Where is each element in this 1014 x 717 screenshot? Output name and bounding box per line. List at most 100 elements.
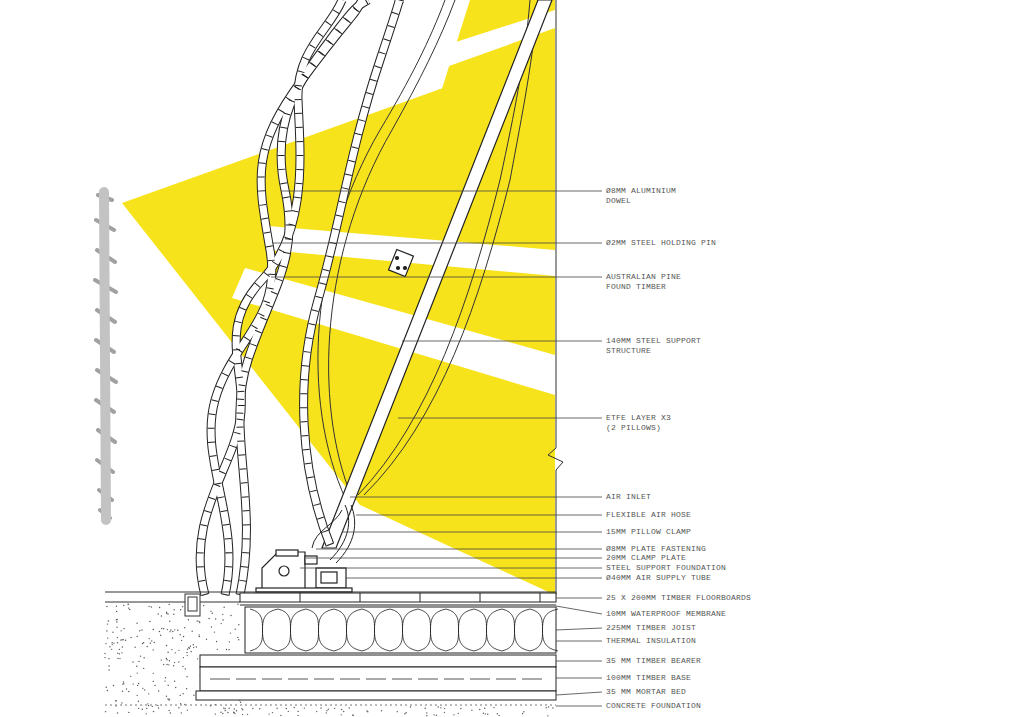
stipple-dot (181, 640, 182, 641)
stipple-dot (149, 638, 150, 639)
insulation-loop (362, 609, 390, 651)
stipple-dot (191, 631, 192, 632)
stipple-dot (128, 691, 129, 692)
stipple-dot (180, 703, 181, 704)
stipple-dot (548, 706, 549, 707)
stipple-dot (497, 713, 498, 714)
stipple-dot (149, 621, 150, 622)
stipple-dot (179, 695, 180, 696)
air-hose (312, 505, 355, 563)
stipple-dot (142, 709, 143, 710)
stipple-dot (150, 643, 151, 644)
stipple-dot (545, 707, 546, 708)
callout-label: 25 X 200MM TIMBER FLOORBOARDS (606, 593, 751, 603)
stipple-dot (142, 643, 143, 644)
stipple-dot (186, 688, 187, 689)
stipple-dot (172, 637, 173, 638)
stipple-dot (128, 604, 129, 605)
stipple-dot (169, 631, 170, 632)
stipple-dot (381, 710, 382, 711)
stipple-dot (426, 712, 427, 713)
callout-label: 20MM CLAMP PLATE (606, 553, 686, 563)
stipple-dot (352, 714, 353, 715)
stipple-dot (181, 712, 182, 713)
callout-label: 140MM STEEL SUPPORT STRUCTURE (606, 336, 706, 356)
stipple-dot (348, 707, 349, 708)
stipple-dot (104, 657, 105, 658)
callout-label: 35 MM TIMBER BEARER (606, 656, 701, 666)
stipple-dot (122, 639, 123, 640)
stipple-dot (116, 606, 117, 607)
stipple-dot (108, 658, 109, 659)
stipple-dot (106, 630, 107, 631)
stipple-dot (178, 707, 179, 708)
stipple-dot (238, 639, 239, 640)
stipple-dot (242, 709, 243, 710)
stipple-dot (163, 664, 164, 665)
stipple-dot (171, 649, 172, 650)
stipple-dot (334, 708, 335, 709)
stipple-dot (172, 631, 173, 632)
stipple-dot (119, 649, 120, 650)
stipple-dot (552, 707, 553, 708)
stipple-dot (117, 637, 118, 638)
stipple-dot (184, 627, 185, 628)
stipple-dot (193, 644, 194, 645)
stipple-dot (182, 666, 183, 667)
stipple-dot (108, 665, 109, 666)
stipple-dot (193, 695, 194, 696)
callout-label: AUSTRALIAN PINE FOUND TIMBER (606, 272, 686, 292)
stipple-dot (166, 664, 167, 665)
stipple-dot (130, 676, 131, 677)
stipple-dot (405, 712, 406, 713)
stipple-dot (183, 636, 184, 637)
stipple-dot (146, 708, 147, 709)
stipple-dot (208, 618, 209, 619)
insulation-loop (502, 609, 530, 651)
stipple-dot (116, 619, 117, 620)
stipple-dot (397, 711, 398, 712)
stipple-dot (146, 713, 147, 714)
stipple-dot (297, 711, 298, 712)
stipple-dot (166, 658, 167, 659)
stipple-dot (326, 712, 327, 713)
stipple-dot (105, 711, 106, 712)
stipple-dot (484, 708, 485, 709)
stipple-dot (230, 632, 231, 633)
stipple-dot (115, 700, 116, 701)
insulation-loop (334, 609, 362, 651)
stipple-dot (108, 620, 109, 621)
stipple-dot (247, 714, 248, 715)
stipple-dot (215, 618, 216, 619)
stipple-dot (143, 657, 144, 658)
stipple-dot (210, 611, 211, 612)
stipple-dot (122, 646, 123, 647)
stipple-dot (121, 702, 122, 703)
stipple-dot (147, 646, 148, 647)
stipple-dot (148, 606, 149, 607)
stipple-dot (214, 631, 215, 632)
stipple-dot (179, 634, 180, 635)
stipple-dot (252, 708, 253, 709)
stipple-dot (113, 685, 114, 686)
stipple-dot (167, 685, 168, 686)
stipple-dot (115, 700, 116, 701)
stipple-dot (137, 685, 138, 686)
callout-label: ETFE LAYER X3 (2 PILLOWS) (606, 413, 676, 433)
stipple-dot (426, 715, 427, 716)
stipple-dot (168, 604, 169, 605)
stipple-dot (215, 713, 216, 714)
stipple-dot (185, 668, 186, 669)
stipple-dot (119, 658, 120, 659)
stipple-dot (366, 710, 367, 711)
stipple-dot (170, 712, 171, 713)
stipple-dot (120, 639, 121, 640)
stipple-dot (128, 607, 129, 608)
stipple-dot (126, 688, 127, 689)
stipple-dot (159, 607, 160, 608)
stipple-dot (158, 613, 159, 614)
stipple-dot (272, 712, 273, 713)
stipple-dot (341, 709, 342, 710)
stipple-dot (173, 665, 174, 666)
stipple-dot (142, 688, 143, 689)
